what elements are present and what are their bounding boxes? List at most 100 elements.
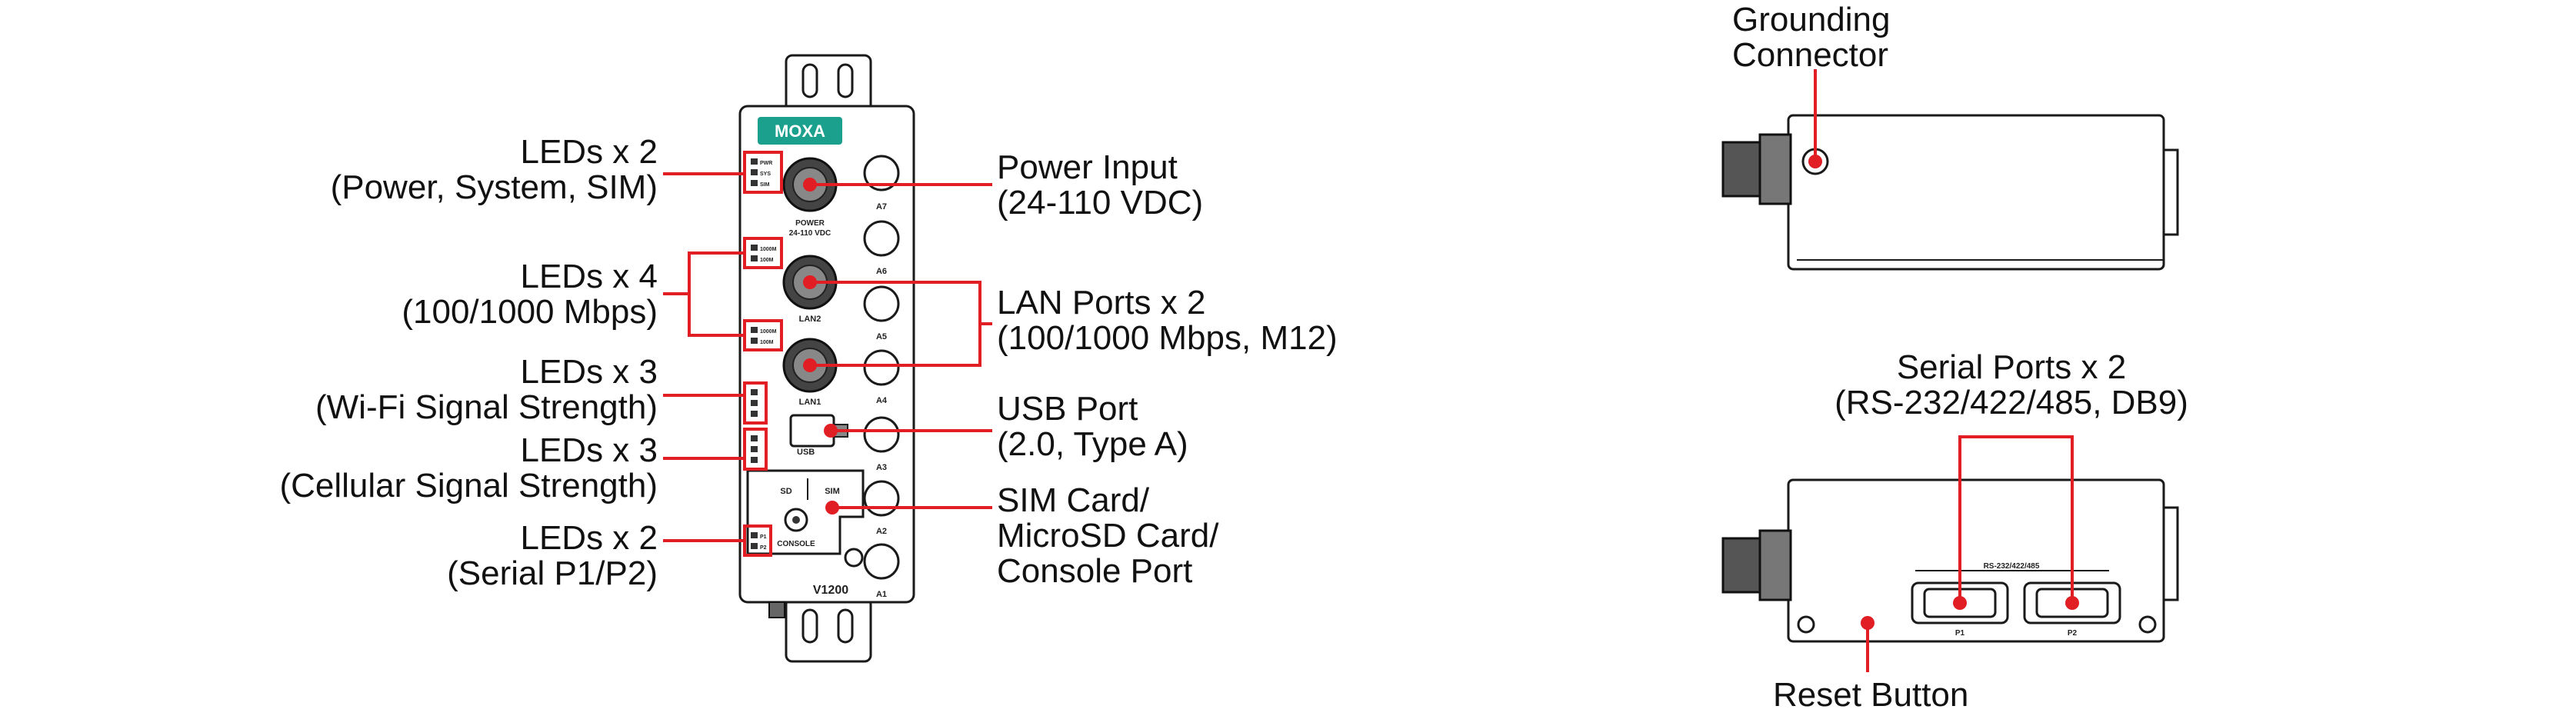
bottom-view-gland-nut (1721, 537, 1761, 594)
led-sim (751, 180, 758, 186)
antenna-a4 (863, 349, 900, 386)
antenna-a7 (863, 155, 900, 191)
screw-left (1797, 615, 1815, 634)
antenna-a3 (863, 416, 900, 453)
highlight-leds-cellular (743, 428, 768, 471)
led-group-lan2: 1000M 100M (751, 245, 777, 263)
label-sim-1: SIM Card/ (997, 481, 1150, 519)
label-sim-3: Console Port (997, 552, 1192, 590)
led-lan1-100-label: 100M (760, 340, 774, 345)
label-serial-ports-2: (RS-232/422/485, DB9) (1835, 384, 2188, 421)
port-p2-label: P2 (2068, 629, 2078, 638)
led-wifi-1 (751, 389, 758, 395)
highlight-leds-wifi (743, 381, 768, 425)
label-power-input-1: Power Input (997, 148, 1178, 186)
label-leds-lan-1: LEDs x 4 (520, 258, 658, 295)
led-p2-label: P2 (760, 545, 767, 551)
bottom-view-right-bracket (2162, 506, 2179, 601)
led-group-power: PWR SYS SIM (751, 158, 772, 188)
led-sys (751, 169, 758, 175)
sd-label: SD (780, 487, 791, 496)
screw-hole (844, 548, 864, 568)
serial-header-label: RS-232/422/485 (1984, 562, 2040, 571)
label-sim-2: MicroSD Card/ (997, 517, 1219, 554)
label-leds-power-2: (Power, System, SIM) (331, 168, 658, 206)
antenna-a5 (863, 285, 900, 322)
bottom-view-gland-body (1758, 529, 1792, 601)
front-view-device: MOXA A7 A6 A5 A4 A3 A2 A1 POWER 24-110 V… (738, 54, 915, 663)
led-group-wifi (751, 389, 758, 417)
led-cell-3 (751, 457, 758, 463)
led-pwr-label: PWR (760, 161, 772, 166)
console-label: CONSOLE (777, 540, 815, 548)
antenna-a1 (863, 543, 900, 580)
antenna-label-a7: A7 (876, 202, 887, 211)
label-leds-power-1: LEDs x 2 (520, 133, 658, 171)
top-side-view (1721, 69, 2179, 271)
led-lan2-1000-label: 1000M (760, 247, 777, 252)
moxa-logo-text: MOXA (775, 122, 825, 141)
led-lan1-100 (751, 338, 758, 344)
label-grounding-1: Grounding (1732, 1, 1890, 38)
leader-leds-lan (688, 251, 745, 337)
leader-serial-ports (1958, 435, 2074, 603)
label-power-input-2: (24-110 VDC) (997, 184, 1203, 221)
top-view-body (1787, 114, 2165, 271)
led-lan2-100-label: 100M (760, 258, 774, 263)
led-p1 (751, 532, 758, 538)
model-label: V1200 (813, 584, 848, 597)
label-usb-1: USB Port (997, 390, 1138, 428)
top-mount-slot-left (801, 63, 818, 98)
antenna-label-a5: A5 (876, 332, 887, 341)
led-group-lan1: 1000M 100M (751, 327, 777, 345)
led-lan1-1000 (751, 327, 758, 333)
lan1-label: LAN1 (799, 398, 821, 407)
bottom-mount-slot-left (801, 608, 818, 644)
bottom-gland (768, 601, 785, 618)
top-view-right-bracket (2162, 148, 2179, 236)
top-view-gland-body (1758, 133, 1792, 205)
label-reset: Reset Button (1773, 676, 1968, 714)
led-sys-label: SYS (760, 172, 771, 177)
sim-label: SIM (825, 487, 840, 496)
label-leds-wifi-1: LEDs x 3 (520, 353, 658, 391)
led-cell-1 (751, 435, 758, 441)
antenna-label-a1: A1 (876, 590, 887, 599)
antenna-label-a4: A4 (876, 396, 888, 405)
label-leds-serial-2: (Serial P1/P2) (447, 554, 658, 592)
led-cell-2 (751, 446, 758, 452)
moxa-logo (758, 117, 842, 145)
label-leds-lan-2: (100/1000 Mbps) (402, 293, 658, 331)
power-label: POWER (795, 219, 825, 228)
console-port-center (792, 516, 800, 524)
bottom-mount-bracket (785, 597, 872, 663)
led-group-serial: P1 P2 (751, 532, 767, 551)
led-lan2-1000 (751, 245, 758, 251)
label-leds-cell-2: (Cellular Signal Strength) (279, 467, 658, 505)
led-lan1-1000-label: 1000M (760, 329, 777, 335)
lan2-label: LAN2 (799, 315, 821, 324)
label-lan-ports-2: (100/1000 Mbps, M12) (997, 319, 1338, 357)
led-p2 (751, 543, 758, 549)
label-usb-2: (2.0, Type A) (997, 425, 1188, 463)
led-group-cellular (751, 435, 758, 463)
usb-label: USB (797, 448, 815, 457)
power-voltage-label: 24-110 VDC (789, 229, 831, 238)
led-pwr (751, 158, 758, 165)
led-wifi-2 (751, 400, 758, 406)
bottom-mount-slot-right (837, 608, 854, 644)
top-view-gland-nut (1721, 141, 1761, 198)
led-p1-label: P1 (760, 535, 767, 540)
top-mount-slot-right (837, 63, 854, 98)
led-lan2-100 (751, 255, 758, 261)
led-sim-label: SIM (760, 182, 770, 188)
bottom-side-view: RS-232/422/485 P1 P2 (1721, 435, 2179, 672)
label-leds-wifi-2: (Wi-Fi Signal Strength) (315, 388, 658, 426)
label-leds-cell-1: LEDs x 3 (520, 431, 658, 469)
label-lan-ports-1: LAN Ports x 2 (997, 284, 1205, 321)
antenna-a2 (863, 480, 900, 517)
antenna-a6 (863, 220, 900, 257)
label-grounding-2: Connector (1732, 36, 1888, 74)
label-serial-ports-1: Serial Ports x 2 (1897, 348, 2126, 386)
